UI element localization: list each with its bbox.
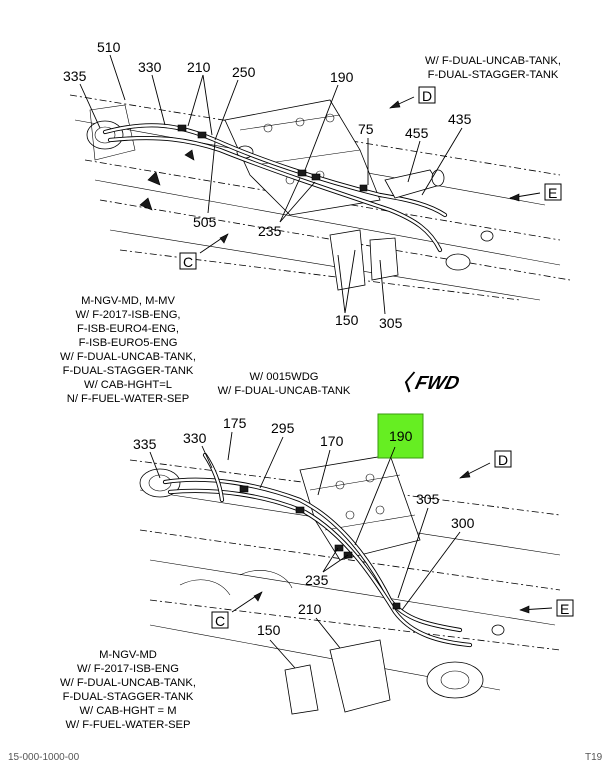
callout-335-bottom: 335: [133, 436, 157, 452]
fwd-label: FWD: [413, 373, 461, 394]
view-letter-box-d: [418, 86, 436, 104]
center-config-line-1: W/ 0015WDG: [249, 371, 318, 383]
bottom-left-config-line-1: M-NGV-MD: [99, 649, 157, 661]
callout-455: 455: [405, 125, 429, 141]
callout-150: 150: [335, 312, 359, 328]
view-letter-box-c: [179, 252, 197, 270]
callout-295: 295: [271, 420, 295, 436]
callout-510: 510: [97, 39, 121, 55]
callout-435: 435: [448, 111, 472, 127]
bottom-left-config-line-3: W/ F-DUAL-UNCAB-TANK,: [60, 677, 196, 689]
callout-210-bottom: 210: [298, 601, 322, 617]
center-config-line-2: W/ F-DUAL-UNCAB-TANK: [218, 385, 351, 397]
top-left-config-line-1: M-NGV-MD, M-MV: [81, 295, 175, 307]
view-letter-box-e-bottom: [556, 599, 574, 617]
bottom-left-config-line-2: W/ F-2017-ISB-ENG: [77, 663, 179, 675]
top-callouts: 510 335 330 210 250 190 75 455 435 505 2…: [63, 39, 472, 331]
callout-150-bottom: 150: [257, 622, 281, 638]
top-left-config-line-4: F-ISB-EURO5-ENG: [79, 337, 178, 349]
footer-right-code: T19: [585, 752, 603, 761]
callout-335: 335: [63, 68, 87, 84]
top-config-notes: W/ F-DUAL-UNCAB-TANK, F-DUAL-STAGGER-TAN…: [60, 55, 561, 405]
bottom-callouts: 335 330 175 295 170 305 300 235 210 150 …: [133, 413, 475, 669]
callout-330: 330: [138, 59, 162, 75]
view-letter-box-e: [544, 183, 562, 201]
view-letter-c: C: [183, 254, 193, 270]
callout-305: 305: [379, 315, 403, 331]
top-left-config-line-2: W/ F-2017-ISB-ENG,: [75, 309, 180, 321]
top-right-config-line-2: F-DUAL-STAGGER-TANK: [428, 69, 559, 81]
callout-235-bottom: 235: [305, 572, 329, 588]
top-left-config-line-3: F-ISB-EURO4-ENG,: [77, 323, 179, 335]
top-left-config-line-8: N/ F-FUEL-WATER-SEP: [67, 393, 189, 405]
top-right-config-line-1: W/ F-DUAL-UNCAB-TANK,: [425, 55, 561, 67]
top-illustration: [69, 94, 571, 301]
top-left-config-line-6: F-DUAL-STAGGER-TANK: [63, 365, 194, 377]
view-letter-e-bottom: E: [560, 601, 569, 617]
callout-305-bottom: 305: [416, 491, 440, 507]
view-letter-e: E: [548, 185, 557, 201]
callout-505: 505: [193, 214, 217, 230]
bottom-view-letters: D C E: [211, 450, 574, 629]
callout-250: 250: [232, 64, 256, 80]
callout-190-highlighted: 190: [389, 428, 413, 444]
callout-300: 300: [451, 515, 475, 531]
footer: 15-000-1000-00 T19: [8, 752, 603, 761]
callout-170: 170: [320, 433, 344, 449]
bottom-left-config-line-6: W/ F-FUEL-WATER-SEP: [66, 719, 191, 731]
callout-75: 75: [358, 121, 374, 137]
callout-210: 210: [187, 59, 211, 75]
fwd-indicator: FWD: [404, 371, 461, 394]
callout-175: 175: [223, 415, 247, 431]
top-left-config-line-7: W/ CAB-HGHT=L: [84, 379, 172, 391]
view-letter-d-bottom: D: [498, 452, 508, 468]
footer-left-code: 15-000-1000-00: [8, 752, 80, 761]
view-letter-box-d-bottom: [494, 450, 512, 468]
bottom-config-notes: M-NGV-MD W/ F-2017-ISB-ENG W/ F-DUAL-UNC…: [60, 649, 196, 731]
bottom-illustration: [129, 452, 561, 715]
highlighted-callout-box: [377, 413, 424, 459]
fwd-arrow-icon: [404, 371, 416, 393]
bottom-left-config-line-5: W/ CAB-HGHT = M: [79, 705, 176, 717]
bottom-left-config-line-4: F-DUAL-STAGGER-TANK: [63, 691, 194, 703]
callout-235: 235: [258, 223, 282, 239]
callout-330-bottom: 330: [183, 430, 207, 446]
view-letter-d: D: [422, 88, 432, 104]
view-letter-c-bottom: C: [215, 613, 225, 629]
top-left-config-line-5: W/ F-DUAL-UNCAB-TANK,: [60, 351, 196, 363]
middle-notes: W/ 0015WDG W/ F-DUAL-UNCAB-TANK: [218, 371, 351, 397]
callout-190: 190: [330, 69, 354, 85]
view-letter-box-c-bottom: [211, 611, 229, 629]
top-view-letters: D C E: [179, 86, 562, 270]
